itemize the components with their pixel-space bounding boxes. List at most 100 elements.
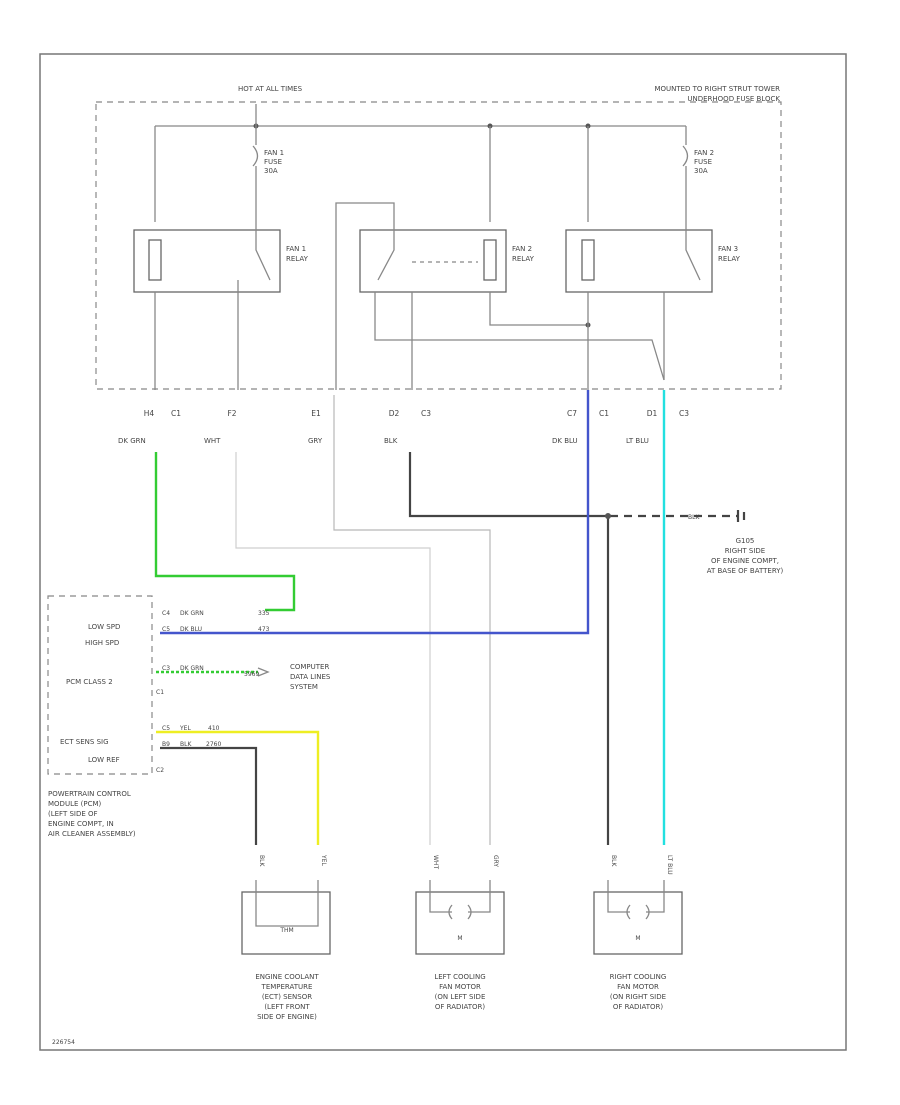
relay2-coil-return (489, 292, 588, 326)
ground-symbol (736, 510, 746, 522)
rfan-inner: M (635, 935, 640, 942)
pin-d2: D2 (389, 409, 400, 418)
pin-h4: H4 (144, 409, 155, 418)
pcm-low-ref: LOW REF (88, 756, 120, 764)
ground-wire-color: BLK (688, 514, 700, 521)
fan1-relay-coil (148, 239, 162, 281)
lfan-label-2: FAN MOTOR (439, 983, 481, 991)
pcm-ect-pin: C5 (162, 725, 170, 732)
fan2-relay-switch (377, 222, 395, 281)
fuse1-name: FAN 1 (264, 149, 284, 157)
ect-sensor: BLK YEL THM ENGINE COOLANT TEMPERATURE (… (241, 854, 331, 1021)
lfan-label-4: OF RADIATOR) (435, 1003, 485, 1011)
left-cooling-fan: WHT GRY M LEFT COOLING FAN MOTOR (ON LEF… (415, 855, 505, 1011)
pcm-conn-c1: C1 (156, 689, 164, 696)
rfan-label-2: FAN MOTOR (617, 983, 659, 991)
pcm-high-spd-pin: C5 (162, 626, 170, 633)
wire-gry (333, 395, 491, 845)
pcm-class2-color: DK GRN (180, 665, 204, 672)
relay1-type: RELAY (286, 255, 309, 263)
connector-pins: H4 C1 F2 E1 D2 C3 C7 C1 D1 C3 (144, 409, 689, 418)
pcm-desc-4: ENGINE COMPT, IN (48, 820, 114, 828)
rfan-motor-symbol (626, 904, 650, 920)
rfan-wire-1: BLK (610, 855, 617, 867)
pcm-ect-color: YEL (179, 725, 191, 732)
ect-label-1: ENGINE COOLANT (255, 973, 319, 981)
lfan-label-3: (ON LEFT SIDE (435, 993, 486, 1001)
hot-label: HOT AT ALL TIMES (238, 85, 303, 93)
relay3-type: RELAY (718, 255, 741, 263)
ground-location-2: OF ENGINE COMPT, (711, 557, 779, 565)
ground-location-1: RIGHT SIDE (725, 547, 765, 555)
fan1-relay-switch (237, 222, 271, 292)
relay1-name: FAN 1 (286, 245, 306, 253)
color-blk: BLK (384, 437, 398, 445)
relay2-type: RELAY (512, 255, 535, 263)
pcm-low-spd-circuit: 335 (258, 610, 270, 617)
ect-sensor-circuit (255, 880, 319, 927)
fuse1-type: FUSE (264, 158, 282, 166)
pcm-ect-sig: ECT SENS SIG (60, 738, 109, 746)
wire-blk-ground (408, 452, 610, 518)
pin-c7-conn: C1 (599, 409, 609, 418)
pcm-class2: PCM CLASS 2 (66, 678, 113, 686)
pcm-ect-circuit: 410 (208, 725, 220, 732)
ect-inner: THM (279, 927, 293, 934)
pcm-high-spd-circuit: 473 (258, 626, 270, 633)
pin-d2-conn: C3 (421, 409, 431, 418)
pcm-class2-pin: C3 (162, 665, 170, 672)
pcm-conn-c2: C2 (156, 767, 164, 774)
color-wht: WHT (204, 437, 221, 445)
fan3-relay-switch (685, 222, 701, 281)
ect-label-5: SIDE OF ENGINE) (257, 1013, 317, 1021)
fan2-fuse-symbol (682, 145, 689, 167)
data-link-3: SYSTEM (290, 683, 318, 691)
wire-dk-blu (160, 390, 590, 635)
rfan-circuit (607, 880, 665, 913)
relay3-name: FAN 3 (718, 245, 738, 253)
pcm-low-spd: LOW SPD (88, 623, 120, 631)
wire-wht (235, 452, 431, 845)
relay2-name: FAN 2 (512, 245, 532, 253)
pin-h4-conn: C1 (171, 409, 181, 418)
pcm-low-spd-pin: C4 (162, 610, 170, 617)
pcm-desc-2: MODULE (PCM) (48, 800, 101, 808)
ground-name: G105 (736, 537, 755, 545)
rfan-label-1: RIGHT COOLING (610, 973, 667, 981)
lfan-inner: M (457, 935, 462, 942)
pcm-lowref-pin: B9 (162, 741, 170, 748)
relay2-to-fan3-wire (374, 292, 665, 381)
fuse-block-location-1: MOUNTED TO RIGHT STRUT TOWER (654, 85, 780, 93)
wire-blk-lowref (160, 746, 258, 845)
color-dk-grn: DK GRN (118, 437, 146, 445)
pin-d1-conn: C3 (679, 409, 689, 418)
pcm-high-spd: HIGH SPD (85, 639, 119, 647)
pcm-circuits: LOW SPD C4 DK GRN 335 HIGH SPD C5 DK BLU… (60, 610, 270, 774)
data-link-1: COMPUTER (290, 663, 329, 671)
pcm-class2-circuit: 5969 (244, 671, 259, 678)
rfan-label-4: OF RADIATOR) (613, 1003, 663, 1011)
pcm-outline (47, 595, 153, 775)
fan3-relay-box (565, 229, 713, 293)
color-gry: GRY (308, 437, 323, 445)
figure-id: 226754 (52, 1039, 75, 1046)
pcm-desc-5: AIR CLEANER ASSEMBLY) (48, 830, 136, 838)
color-lt-blu: LT BLU (626, 437, 649, 445)
lfan-wire-2: GRY (492, 855, 499, 867)
pcm-lowref-circuit: 2760 (206, 741, 221, 748)
diagram-frame (39, 53, 847, 1051)
ect-wire-2: YEL (320, 854, 327, 866)
fan2-relay-coil (483, 239, 497, 281)
rfan-wire-2: LT BLU (666, 855, 673, 875)
lfan-motor-symbol (448, 904, 472, 920)
lfan-wire-1: WHT (432, 855, 439, 869)
fan1-relay-box (133, 229, 281, 293)
fan3-relay-coil (581, 239, 595, 281)
fan2-relay-box (359, 229, 507, 293)
pcm-high-spd-color: DK BLU (180, 626, 202, 633)
ground-splice (605, 513, 611, 519)
rfan-box (593, 891, 683, 955)
pin-e1: E1 (311, 409, 321, 418)
ect-wire-1: BLK (258, 855, 265, 867)
